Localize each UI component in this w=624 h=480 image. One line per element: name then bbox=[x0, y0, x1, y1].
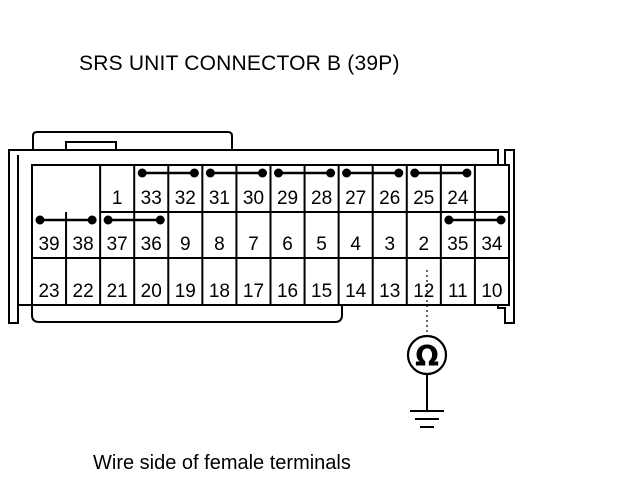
diagram-title: SRS UNIT CONNECTOR B (39P) bbox=[79, 52, 400, 75]
shorting-bar-35-34 bbox=[444, 215, 506, 225]
pin-35: 35 bbox=[447, 234, 468, 255]
pin-27: 27 bbox=[345, 188, 366, 209]
pin-36: 36 bbox=[141, 234, 162, 255]
pin-22: 22 bbox=[73, 281, 94, 302]
pin-8: 8 bbox=[214, 234, 225, 255]
pin-38: 38 bbox=[73, 234, 94, 255]
pin-19: 19 bbox=[175, 281, 196, 302]
shorting-bars bbox=[35, 168, 506, 225]
shorting-bar-27-26 bbox=[342, 168, 404, 178]
shorting-bar-37-36 bbox=[103, 215, 165, 225]
ground-icon bbox=[410, 410, 444, 428]
pin-31: 31 bbox=[209, 188, 230, 209]
shorting-bar-33-32 bbox=[137, 168, 199, 178]
pin-33: 33 bbox=[141, 188, 162, 209]
pin-23: 23 bbox=[38, 281, 59, 302]
pin-25: 25 bbox=[413, 188, 434, 209]
shorting-bar-39-38 bbox=[35, 215, 97, 225]
connector-shell bbox=[8, 131, 515, 324]
shorting-bar-25-24 bbox=[410, 168, 472, 178]
pin-24: 24 bbox=[447, 188, 469, 209]
shorting-bar-29-28 bbox=[273, 168, 336, 178]
pin-18: 18 bbox=[209, 281, 230, 302]
pin-30: 30 bbox=[243, 188, 264, 209]
pin-4: 4 bbox=[350, 234, 361, 255]
pin-7: 7 bbox=[248, 234, 259, 255]
pin-13: 13 bbox=[379, 281, 400, 302]
pin-37: 37 bbox=[107, 234, 128, 255]
latch-slot bbox=[65, 141, 117, 151]
pin-26: 26 bbox=[379, 188, 400, 209]
pin-29: 29 bbox=[277, 188, 298, 209]
probe-circuit: Ω bbox=[406, 270, 448, 428]
shorting-bar-31-30 bbox=[205, 168, 267, 178]
pin-5: 5 bbox=[316, 234, 327, 255]
housing-outline bbox=[8, 149, 515, 324]
pin-32: 32 bbox=[175, 188, 196, 209]
pin-9: 9 bbox=[180, 234, 191, 255]
pin-16: 16 bbox=[277, 281, 298, 302]
pin-20: 20 bbox=[141, 281, 162, 302]
pin-10: 10 bbox=[481, 281, 502, 302]
pin-39: 39 bbox=[38, 234, 59, 255]
pin-6: 6 bbox=[282, 234, 293, 255]
pin-14: 14 bbox=[345, 281, 367, 302]
pin-3: 3 bbox=[384, 234, 395, 255]
pin-1: 1 bbox=[112, 188, 123, 209]
terminal-grid-lines bbox=[32, 165, 509, 305]
connector-latch bbox=[32, 131, 233, 150]
pin-34: 34 bbox=[481, 234, 503, 255]
pin-17: 17 bbox=[243, 281, 264, 302]
pin-21: 21 bbox=[107, 281, 128, 302]
pin-12: 12 bbox=[413, 281, 434, 302]
ohmmeter-symbol: Ω bbox=[415, 340, 439, 373]
diagram-caption: Wire side of female terminals bbox=[93, 452, 351, 474]
pin-11: 11 bbox=[448, 281, 468, 302]
pin-2: 2 bbox=[419, 234, 430, 255]
pin-15: 15 bbox=[311, 281, 332, 302]
pin-28: 28 bbox=[311, 188, 332, 209]
